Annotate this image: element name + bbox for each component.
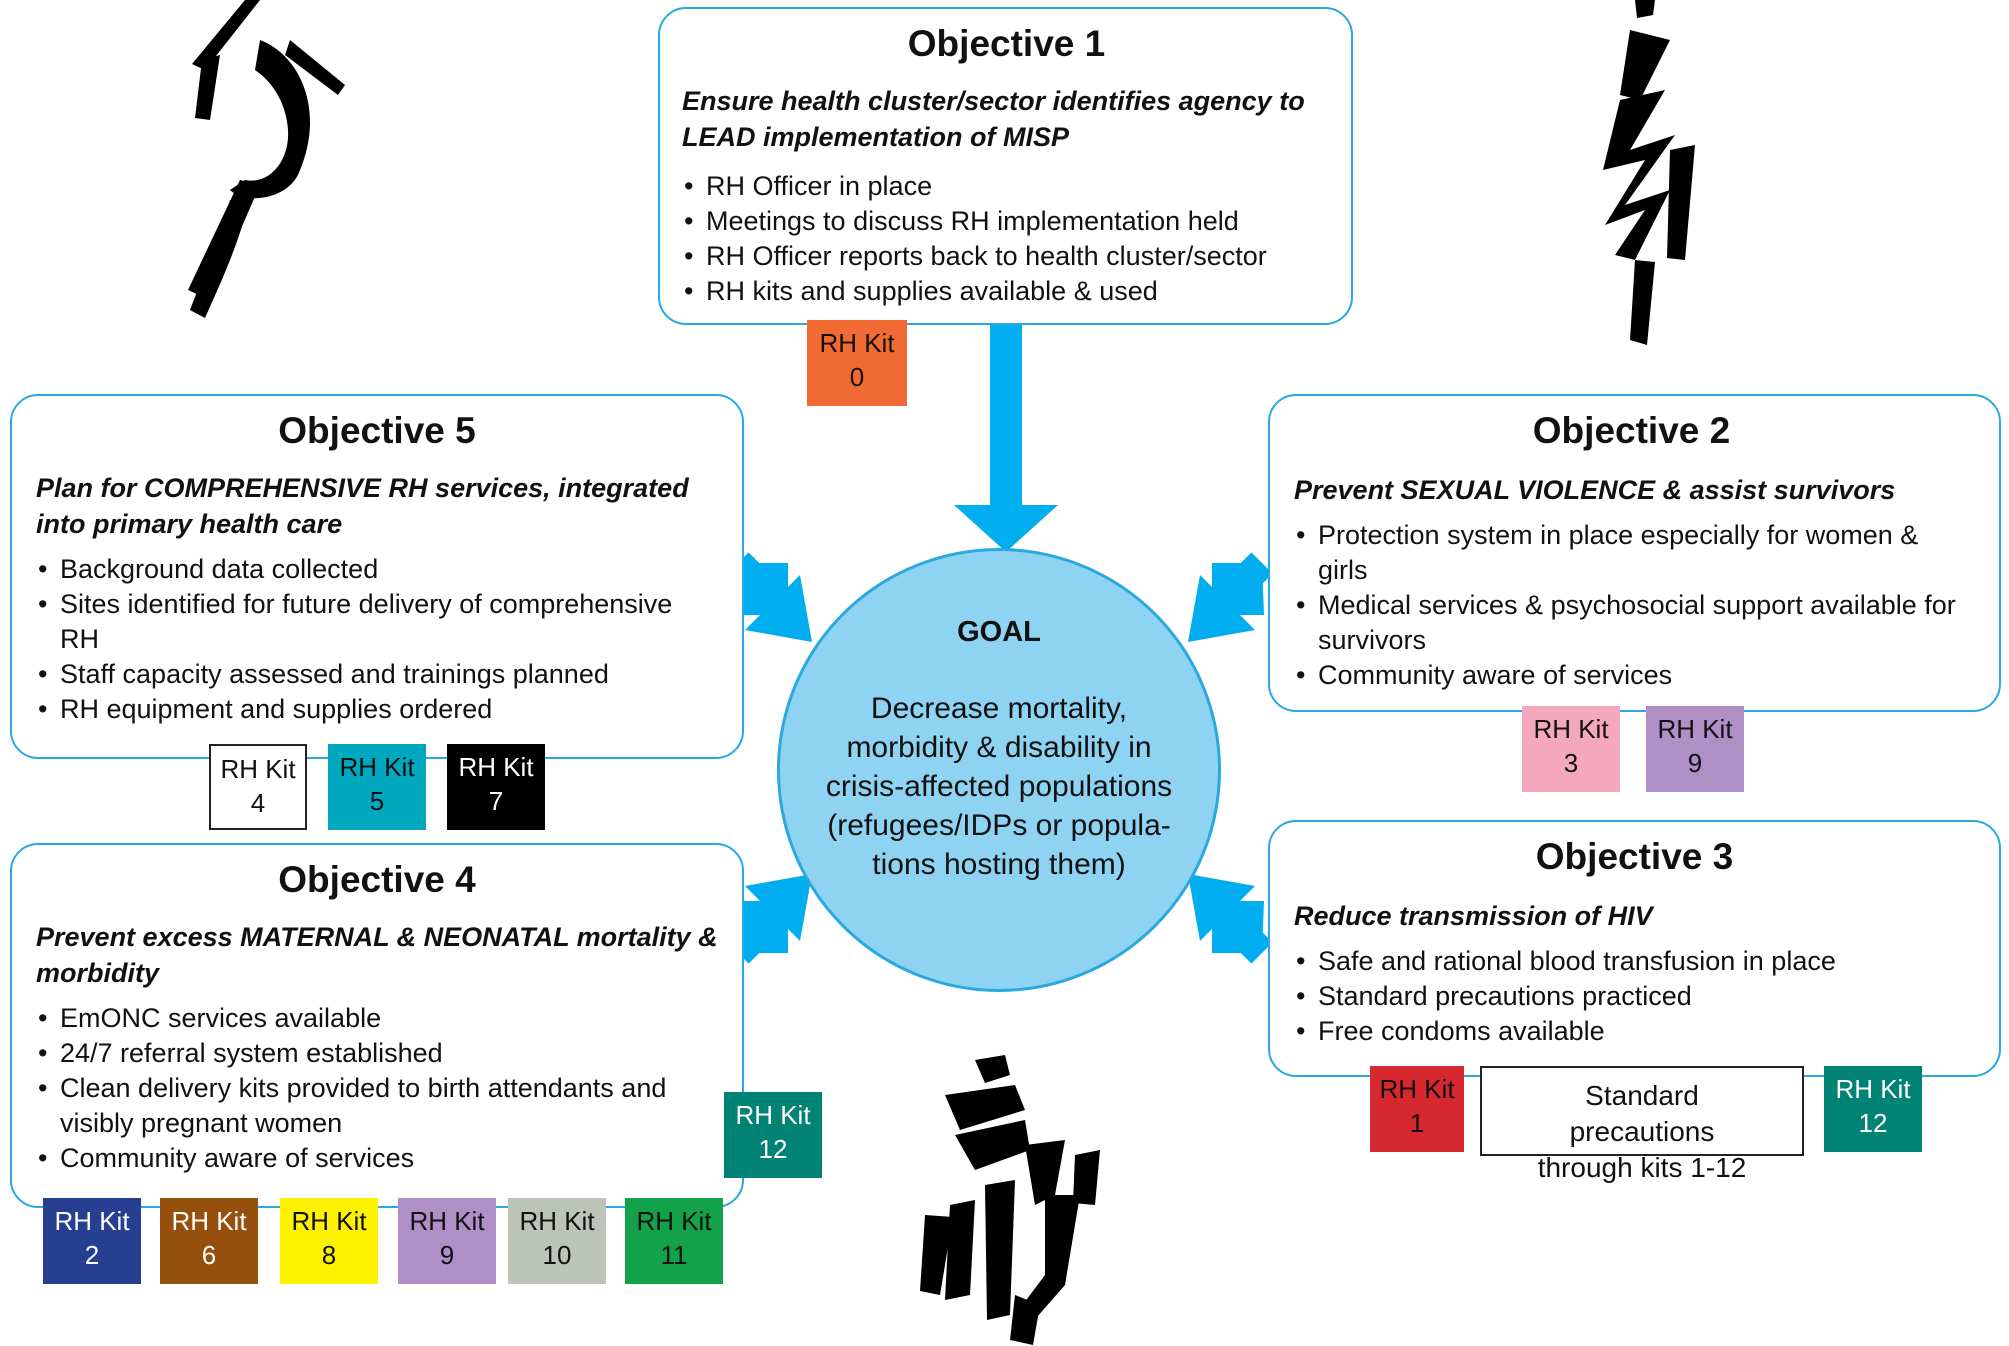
list-item: Community aware of services: [36, 1141, 676, 1176]
objective-2-title: Objective 2: [1532, 410, 1731, 451]
list-item: RH equipment and supplies ordered: [36, 692, 718, 727]
objective-2-box: Objective 2 Prevent SEXUAL VIOLENCE & as…: [1268, 394, 2001, 712]
objective-1-title: Objective 1: [907, 23, 1106, 64]
list-item: Staff capacity assessed and trainings pl…: [36, 657, 718, 692]
objective-2-bullets: Protection system in place especially fo…: [1294, 518, 1969, 693]
objective-2-subtitle: Prevent SEXUAL VIOLENCE & assist survivo…: [1294, 475, 1896, 505]
objective-4-title: Objective 4: [278, 859, 476, 900]
list-item: EmONC services available: [36, 1001, 676, 1036]
standard-precautions-box: Standard precautions through kits 1-12: [1480, 1066, 1804, 1183]
objective-4-box: Objective 4 Prevent excess MATERNAL & NE…: [10, 843, 744, 1208]
objective-4-subtitle: Prevent excess MATERNAL & NEONATAL morta…: [36, 922, 718, 988]
list-item: Standard precautions practiced: [1294, 979, 1975, 1014]
goal-circle: GOAL Decrease mortality, morbidity & dis…: [777, 548, 1221, 992]
list-item: Medical services & psychosocial support …: [1294, 588, 1969, 658]
list-item: RH kits and supplies available & used: [682, 274, 1331, 309]
objective-3-subtitle: Reduce transmission of HIV: [1294, 901, 1653, 931]
walking-person-figure: [1603, 0, 1695, 345]
pregnant-woman-figure: [188, 0, 345, 318]
list-item: Clean delivery kits provided to birth at…: [36, 1071, 676, 1141]
list-item: Community aware of services: [1294, 658, 1969, 693]
list-item: Meetings to discuss RH implementation he…: [682, 204, 1331, 239]
list-item: Sites identified for future delivery of …: [36, 587, 718, 657]
goal-title: GOAL: [957, 616, 1041, 648]
goal-description: Decrease mortality, morbidity & disabili…: [825, 692, 1173, 881]
objective-4-bullets: EmONC services available 24/7 referral s…: [36, 1001, 676, 1176]
objective-5-subtitle: Plan for COMPREHENSIVE RH services, inte…: [36, 473, 689, 539]
list-item: Safe and rational blood transfusion in p…: [1294, 944, 1975, 979]
objective-5-title: Objective 5: [278, 410, 476, 451]
list-item: RH Officer in place: [682, 169, 1331, 204]
arrow-objective-1: [954, 325, 1058, 552]
objective-1-box: Objective 1 Ensure health cluster/sector…: [658, 7, 1353, 325]
list-item: Free condoms available: [1294, 1014, 1975, 1049]
objective-1-bullets: RH Officer in place Meetings to discuss …: [682, 169, 1331, 309]
objective-3-box: Objective 3 Reduce transmission of HIV S…: [1268, 820, 2001, 1077]
objective-3-bullets: Safe and rational blood transfusion in p…: [1294, 944, 1975, 1049]
objective-3-title: Objective 3: [1535, 836, 1734, 877]
objective-5-box: Objective 5 Plan for COMPREHENSIVE RH se…: [10, 394, 744, 759]
objective-1-subtitle: Ensure health cluster/sector identifies …: [682, 86, 1305, 152]
family-group-figure: [920, 1055, 1100, 1345]
objective-5-bullets: Background data collected Sites identifi…: [36, 552, 718, 727]
list-item: Background data collected: [36, 552, 718, 587]
list-item: RH Officer reports back to health cluste…: [682, 239, 1331, 274]
list-item: 24/7 referral system established: [36, 1036, 676, 1071]
list-item: Protection system in place especially fo…: [1294, 518, 1969, 588]
